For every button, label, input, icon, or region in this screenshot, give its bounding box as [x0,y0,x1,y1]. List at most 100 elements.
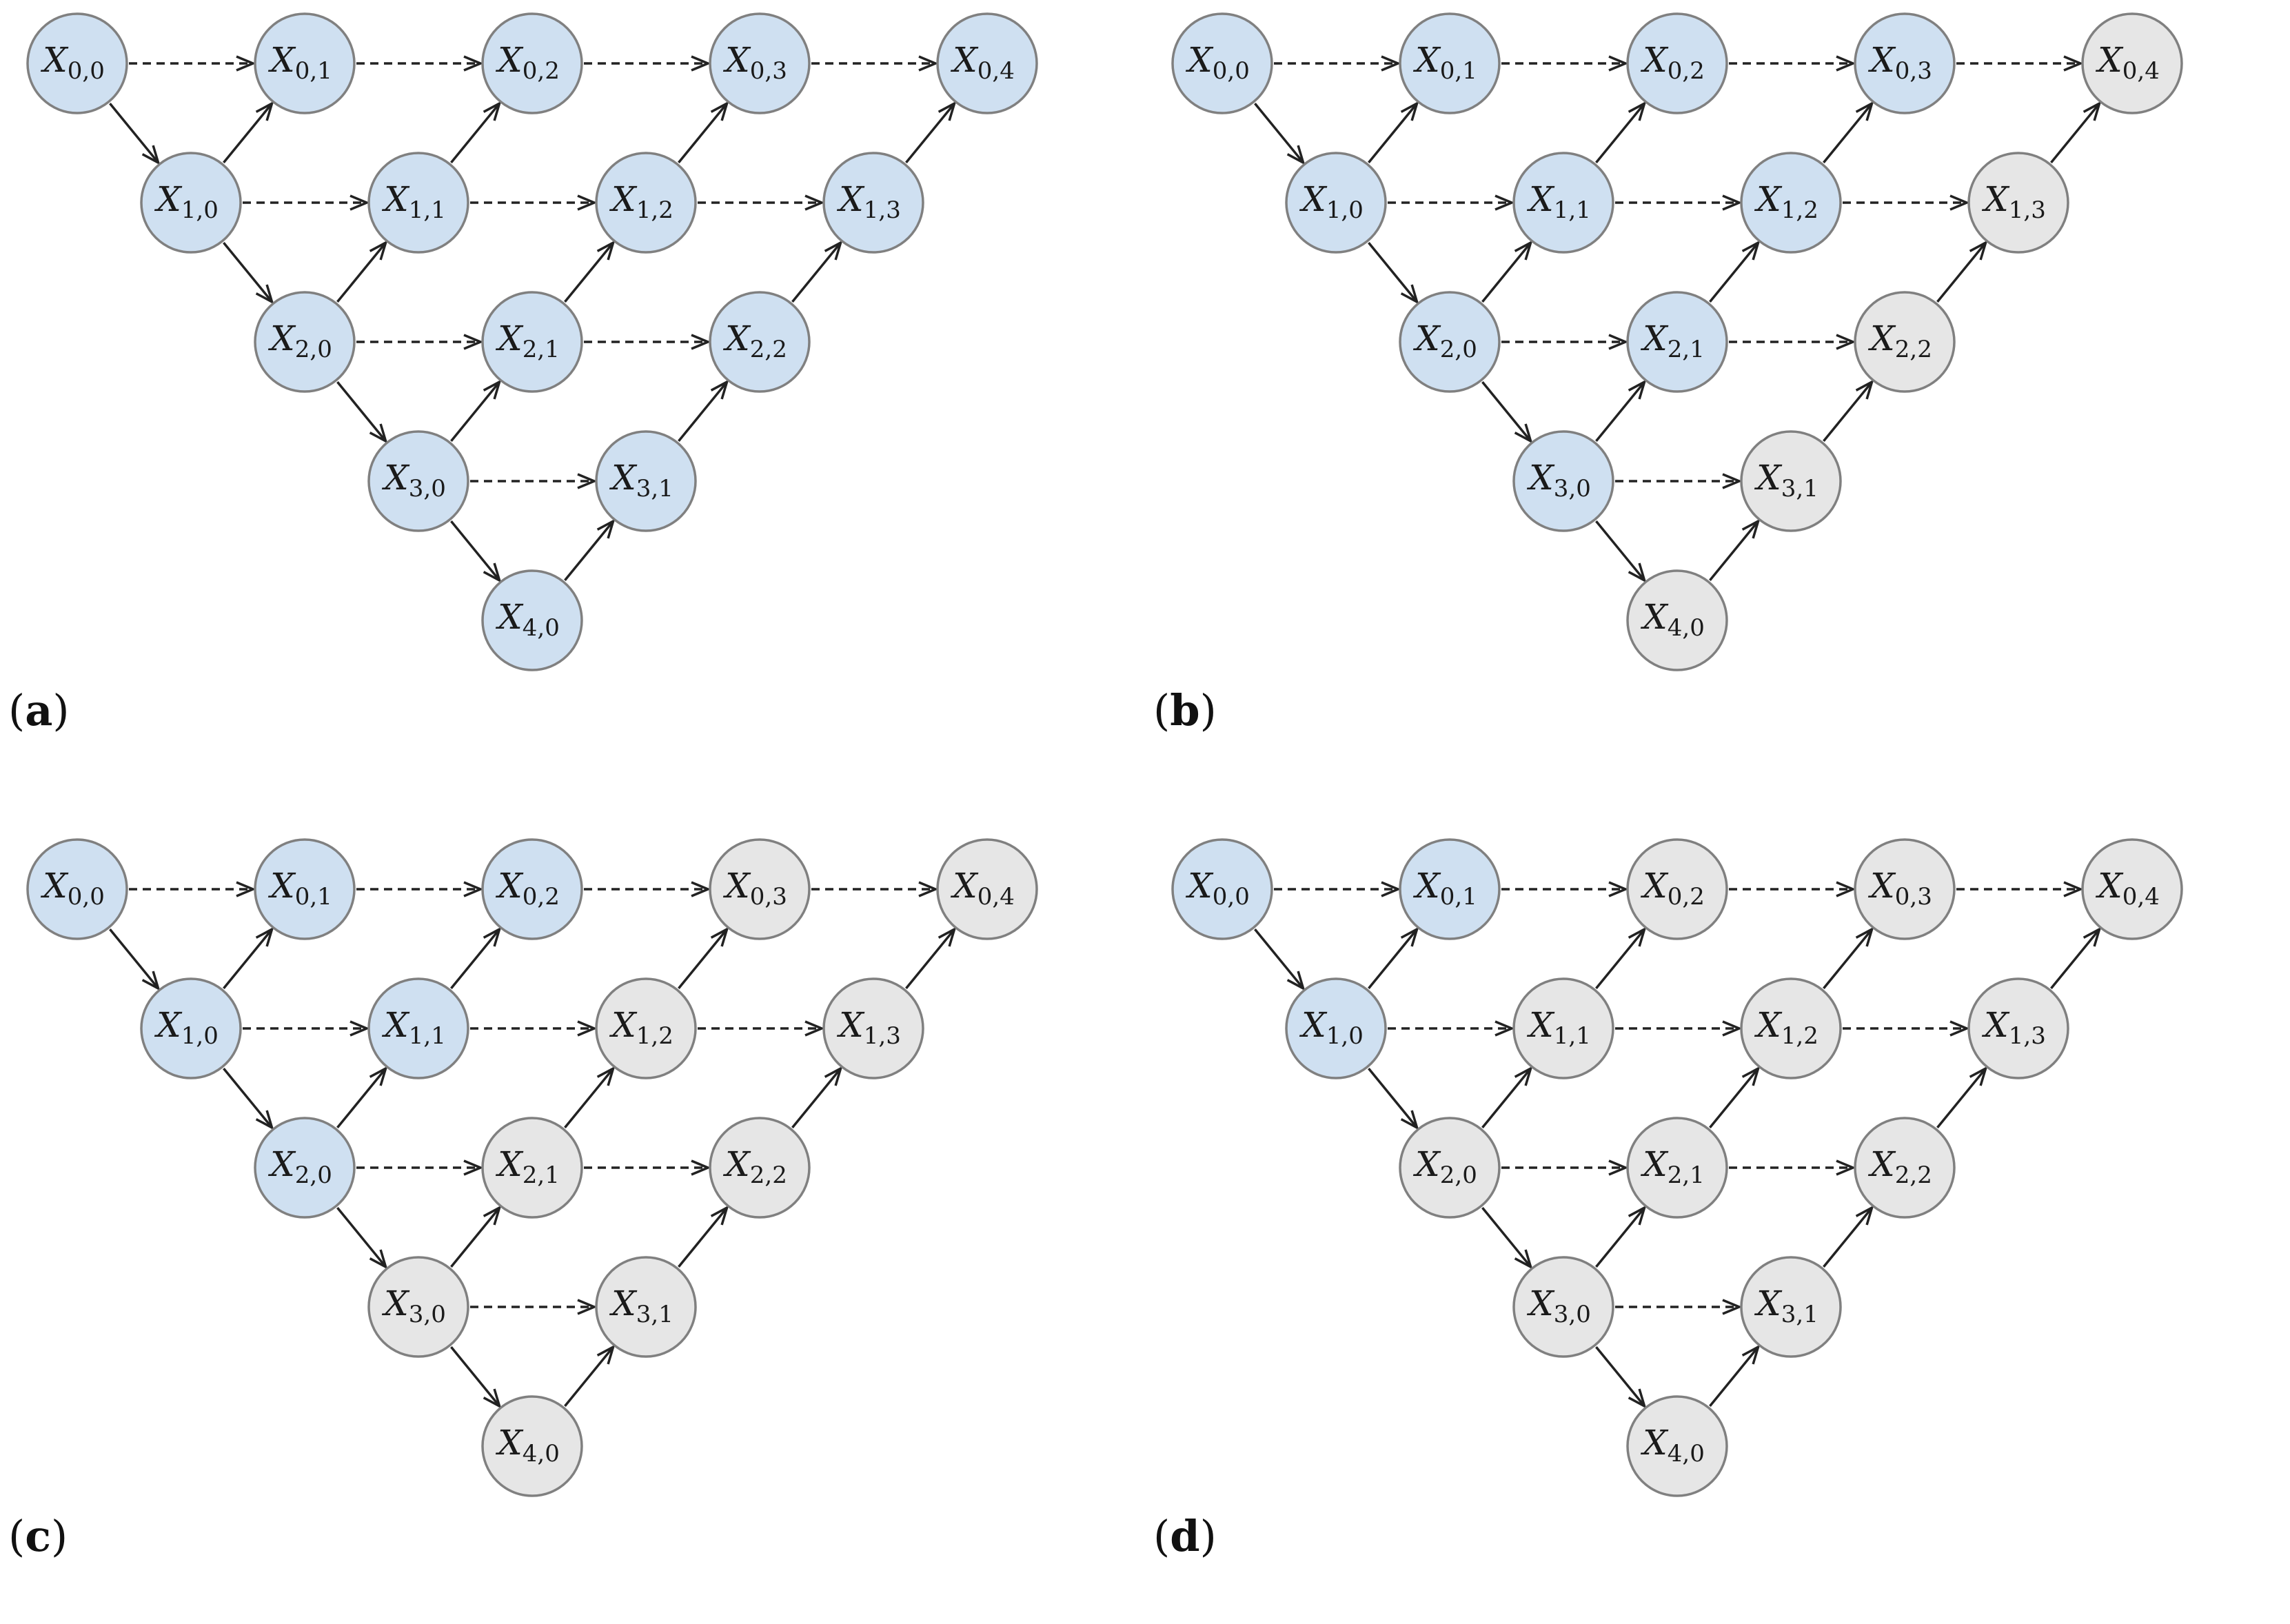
node-x-0-3: X0,3 [709,12,811,114]
node-circle [481,569,583,671]
edge-skip-0-4 [811,55,939,72]
node-x-1-1: X1,1 [367,152,469,254]
node-label: X0,4 [2095,866,2160,911]
edge-skip-0-3 [584,55,711,72]
edge-down-0-0 [109,928,161,991]
node-label: X1,3 [836,179,901,224]
node-circle [709,838,811,940]
node-label: X0,0 [40,40,105,85]
edge-up-2-2 [1823,379,1874,443]
node-label: X0,3 [722,866,787,911]
node-label: X1,0 [154,1005,219,1050]
edge-skip-2-2 [1729,334,1856,350]
edge-skip-3-1 [1615,1299,1743,1315]
edge-down-1-0 [223,241,274,305]
edge-skip-1-3 [698,194,825,211]
edge-up-0-4 [905,926,957,990]
node-x-2-1: X2,1 [1626,1117,1728,1219]
node-label: X0,4 [2095,40,2160,85]
node-circle [1740,430,1842,532]
edge-up-3-1 [1709,518,1761,582]
edge-down-3-0 [450,520,502,583]
edge-down-0-0 [1254,928,1306,991]
edge-skip-0-1 [1274,881,1401,897]
node-circle [1512,430,1614,532]
node-circle [595,1256,697,1358]
node-x-0-3: X0,3 [709,838,811,940]
edge-skip-0-4 [1956,55,2084,72]
node-label: X0,1 [1412,866,1477,911]
node-label: X3,1 [609,1283,673,1328]
node-label: X3,0 [381,1283,446,1328]
node-label: X2,0 [267,1144,332,1189]
node-x-0-2: X0,2 [1626,12,1728,114]
edge-skip-2-1 [356,1159,484,1176]
node-label: X0,3 [1867,40,1932,85]
edge-skip-1-2 [1615,194,1743,211]
edge-skip-2-2 [1729,1159,1856,1176]
node-circle [254,1117,356,1219]
node-x-0-4: X0,4 [2081,12,2183,114]
node-x-1-3: X1,3 [1967,977,2069,1079]
edge-up-2-2 [678,379,729,443]
node-label: X0,2 [1640,40,1705,85]
node-label: X0,1 [1412,40,1477,85]
node-x-3-0: X3,0 [1512,1256,1614,1358]
node-circle [1626,291,1728,393]
edge-up-1-1 [336,240,388,303]
edge-down-1-0 [1368,1067,1419,1130]
node-circle [1626,1395,1728,1497]
node-circle [936,12,1038,114]
node-label: X1,1 [1526,179,1591,224]
edge-skip-1-1 [243,1020,370,1037]
edge-up-0-4 [905,101,957,164]
node-label: X2,2 [1867,1144,1932,1189]
node-circle [1854,12,1956,114]
node-circle [595,152,697,254]
edge-skip-2-1 [356,334,484,350]
node-label: X3,0 [1526,458,1591,503]
edge-up-2-2 [1823,1205,1874,1268]
node-circle [1854,1117,1956,1219]
edge-skip-1-2 [470,1020,598,1037]
node-circle [595,430,697,532]
edge-skip-3-1 [1615,473,1743,489]
node-circle [1740,1256,1842,1358]
node-circle [481,1117,583,1219]
edge-skip-2-1 [1501,334,1629,350]
node-x-0-0: X0,0 [1171,12,1273,114]
edge-skip-1-3 [1843,1020,1970,1037]
node-x-2-1: X2,1 [481,291,583,393]
node-label: X1,0 [1299,1005,1364,1050]
node-label: X3,1 [1754,458,1818,503]
node-circle [1512,152,1614,254]
node-circle [254,838,356,940]
node-circle [1399,291,1501,393]
node-x-2-1: X2,1 [481,1117,583,1219]
edge-skip-0-3 [1729,55,1856,72]
edge-skip-0-4 [1956,881,2084,897]
edge-skip-0-2 [1501,55,1629,72]
edge-up-3-1 [1709,1344,1761,1408]
node-circle [1740,152,1842,254]
node-label: X3,1 [609,458,673,503]
node-circle [481,12,583,114]
edge-down-1-0 [1368,241,1419,305]
edge-up-0-3 [678,101,729,164]
node-x-1-1: X1,1 [1512,977,1614,1079]
node-x-1-3: X1,3 [822,152,924,254]
edge-up-0-2 [1595,101,1647,164]
node-circle [1626,12,1728,114]
node-label: X1,2 [1754,179,1818,224]
node-label: X1,0 [1299,179,1364,224]
node-label: X3,0 [381,458,446,503]
node-circle [936,838,1038,940]
node-circle [367,152,469,254]
node-x-0-1: X0,1 [254,12,356,114]
